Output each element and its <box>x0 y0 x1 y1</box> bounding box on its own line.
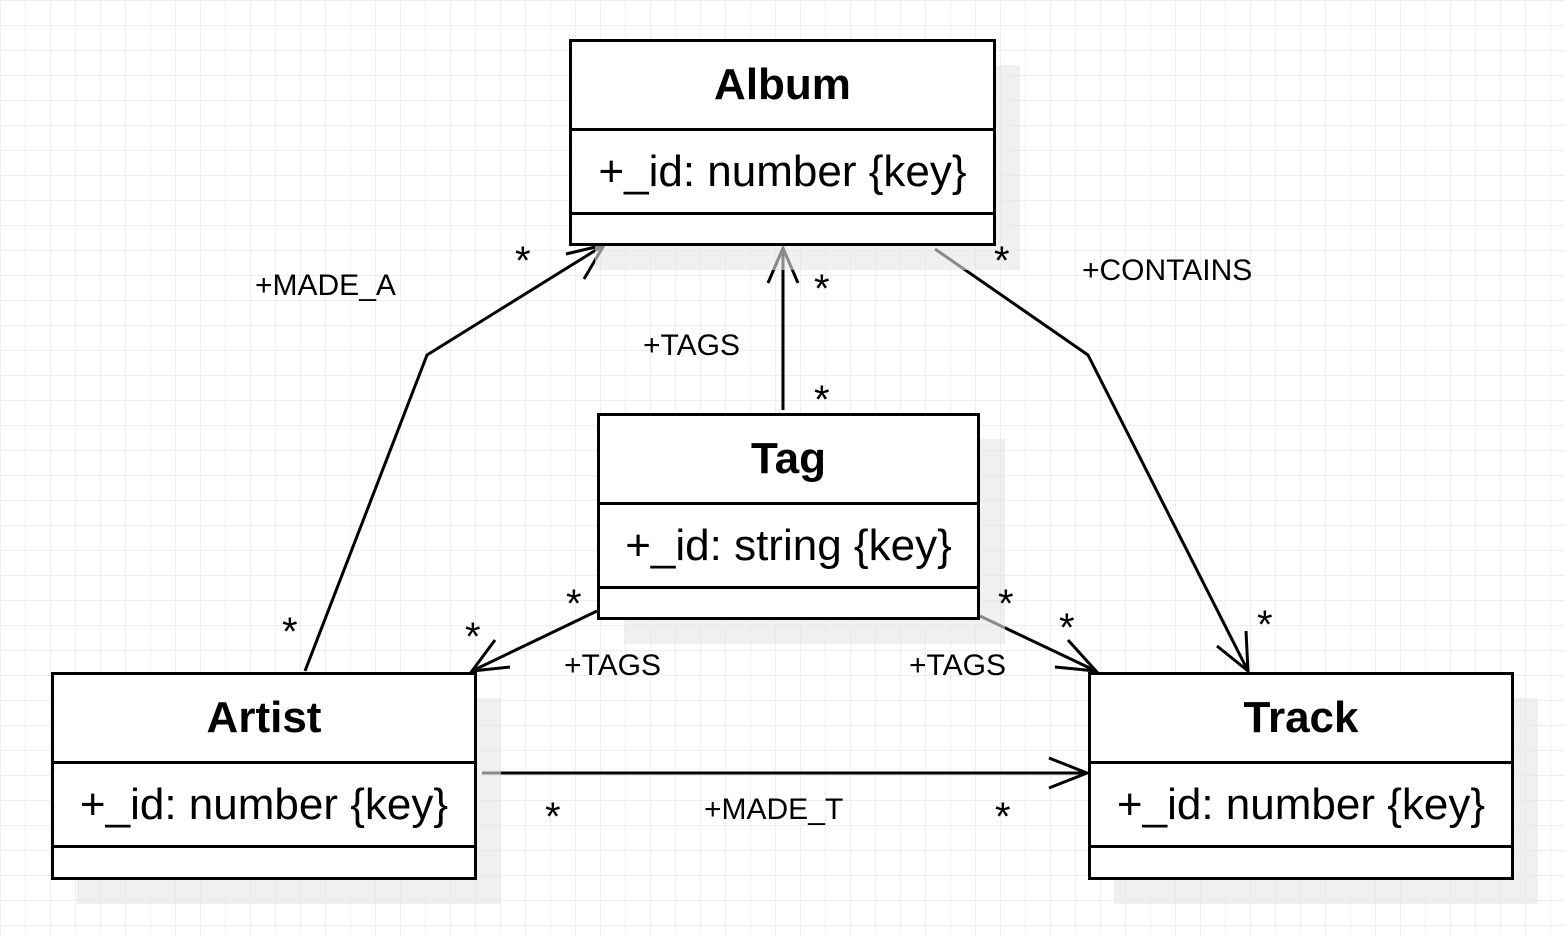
label-tags-album: +TAGS <box>643 329 740 362</box>
label-tags-track: +TAGS <box>909 649 1006 682</box>
mult-tags-album-top: * <box>814 267 830 311</box>
arrowhead-made-t <box>1048 756 1092 790</box>
class-attribute-tag: +_id: string {key} <box>600 505 977 589</box>
mult-made-a-artist: * <box>282 610 298 654</box>
class-track[interactable]: Track +_id: number {key} <box>1088 672 1514 880</box>
class-name-album: Album <box>572 42 993 131</box>
class-name-tag: Tag <box>600 416 977 505</box>
mult-made-t-artist: * <box>545 795 561 839</box>
label-made-a: +MADE_A <box>255 269 396 302</box>
mult-contains-track: * <box>1257 603 1273 647</box>
class-attribute-track: +_id: number {key} <box>1091 764 1511 848</box>
class-operations-tag <box>600 589 977 617</box>
class-operations-album <box>572 215 993 243</box>
class-name-track: Track <box>1091 675 1511 764</box>
mult-tags-album-tag: * <box>814 378 830 422</box>
edge-tags-artist[interactable] <box>471 609 598 673</box>
class-attribute-album: +_id: number {key} <box>572 131 993 215</box>
mult-made-t-track: * <box>995 795 1011 839</box>
mult-tags-artist-tag: * <box>566 582 582 626</box>
class-operations-artist <box>54 848 474 877</box>
label-contains: +CONTAINS <box>1082 254 1253 287</box>
arrowhead-contains <box>1216 630 1250 675</box>
mult-contains-album: * <box>994 239 1010 283</box>
mult-made-a-album: * <box>515 239 531 283</box>
arrowhead-tags-track <box>1054 638 1100 673</box>
mult-tags-track-track: * <box>1059 606 1075 650</box>
class-album[interactable]: Album +_id: number {key} <box>569 39 996 246</box>
mult-tags-artist-artist: * <box>465 615 481 659</box>
edge-contains[interactable] <box>934 247 1250 672</box>
class-artist[interactable]: Artist +_id: number {key} <box>51 672 477 880</box>
mult-tags-track-tag: * <box>998 582 1014 626</box>
class-tag[interactable]: Tag +_id: string {key} <box>597 413 980 620</box>
class-operations-track <box>1091 848 1511 877</box>
class-attribute-artist: +_id: number {key} <box>54 764 474 848</box>
class-name-artist: Artist <box>54 675 474 764</box>
label-tags-artist: +TAGS <box>564 649 661 682</box>
label-made-t: +MADE_T <box>704 793 844 826</box>
edge-made-a[interactable] <box>303 243 605 672</box>
arrowhead-tags-artist <box>468 639 511 673</box>
